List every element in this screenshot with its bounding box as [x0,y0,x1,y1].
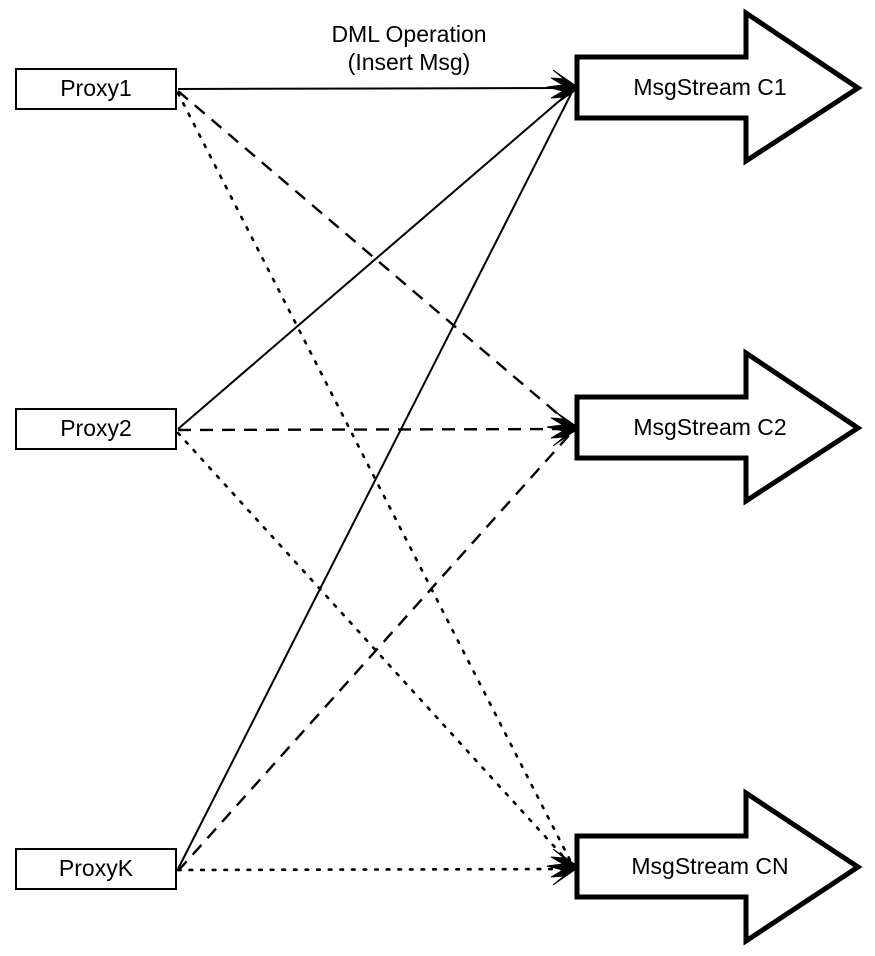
edge-proxy1-to-stream_cn [176,91,574,866]
msgstream-arrow-stream_c1[interactable]: MsgStream C1 [574,8,863,166]
msgstream-label-stream_cn: MsgStream CN [631,853,788,879]
proxy-label-proxy2: Proxy2 [60,415,132,441]
edge-proxyk-to-stream_c2 [177,431,573,872]
msgstream-layer: MsgStream C1 MsgStream C2 MsgStream CN [574,8,863,946]
msgstream-arrow-shape [574,348,863,506]
edge-proxy2-to-stream_c2 [177,427,573,432]
edge-proxyk-to-stream_c1 [177,91,573,870]
proxy-box [15,848,177,890]
arrowhead-layer [546,69,580,886]
proxy-node-proxy2[interactable]: Proxy2 [15,408,177,450]
dml-operation-caption-line1: DML Operation [331,21,486,47]
msgstream-arrow-shape [574,788,863,946]
edge-proxy1-to-stream_c1 [177,87,573,90]
arrowhead-into-stream_cn [546,848,580,886]
proxy-box [15,408,177,450]
caption-layer: DML Operation (Insert Msg) [331,21,486,75]
edge-layer [176,87,574,872]
msgstream-label-stream_c1: MsgStream C1 [633,74,786,100]
edge-proxyk-to-stream_cn [176,867,574,872]
msgstream-label-stream_c2: MsgStream C2 [633,414,786,440]
msgstream-arrow-stream_c2[interactable]: MsgStream C2 [574,348,863,506]
proxy-box [15,68,177,110]
arrowhead-into-stream_c1 [546,69,580,107]
proxy-label-proxyk: ProxyK [59,855,134,881]
edge-proxy1-to-stream_c2 [177,90,573,427]
proxy-node-proxyk[interactable]: ProxyK [15,848,177,890]
proxy-label-proxy1: Proxy1 [60,75,132,101]
msgstream-arrow-shape [574,8,863,166]
edge-proxy2-to-stream_cn [176,431,574,868]
arrowhead-into-stream_c2 [546,409,580,447]
msgstream-arrow-stream_cn[interactable]: MsgStream CN [574,788,863,946]
edge-proxy2-to-stream_c1 [177,89,573,430]
dml-operation-caption-line2: (Insert Msg) [348,49,471,75]
proxy-node-proxy1[interactable]: Proxy1 [15,68,177,110]
